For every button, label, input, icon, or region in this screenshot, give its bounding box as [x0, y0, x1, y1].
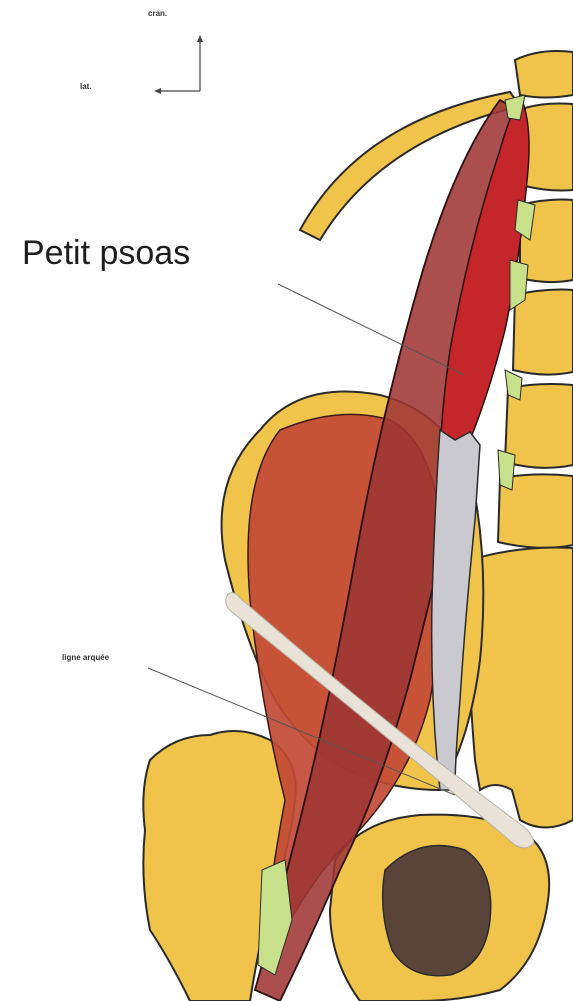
- orientation-indicator: cran. lat.: [80, 9, 203, 94]
- vertebra-2: [525, 104, 573, 191]
- vertebra-1: [515, 51, 573, 98]
- petit-psoas-label: Petit psoas: [22, 234, 190, 272]
- lateral-label: lat.: [80, 82, 92, 91]
- cranial-label: cran.: [148, 9, 167, 18]
- ligne-arquee-label: ligne arquée: [62, 653, 110, 662]
- acetabulum: [383, 846, 491, 976]
- cranial-arrow-icon: [197, 35, 203, 42]
- cartilage-5: [498, 450, 515, 490]
- lateral-arrow-icon: [154, 88, 161, 94]
